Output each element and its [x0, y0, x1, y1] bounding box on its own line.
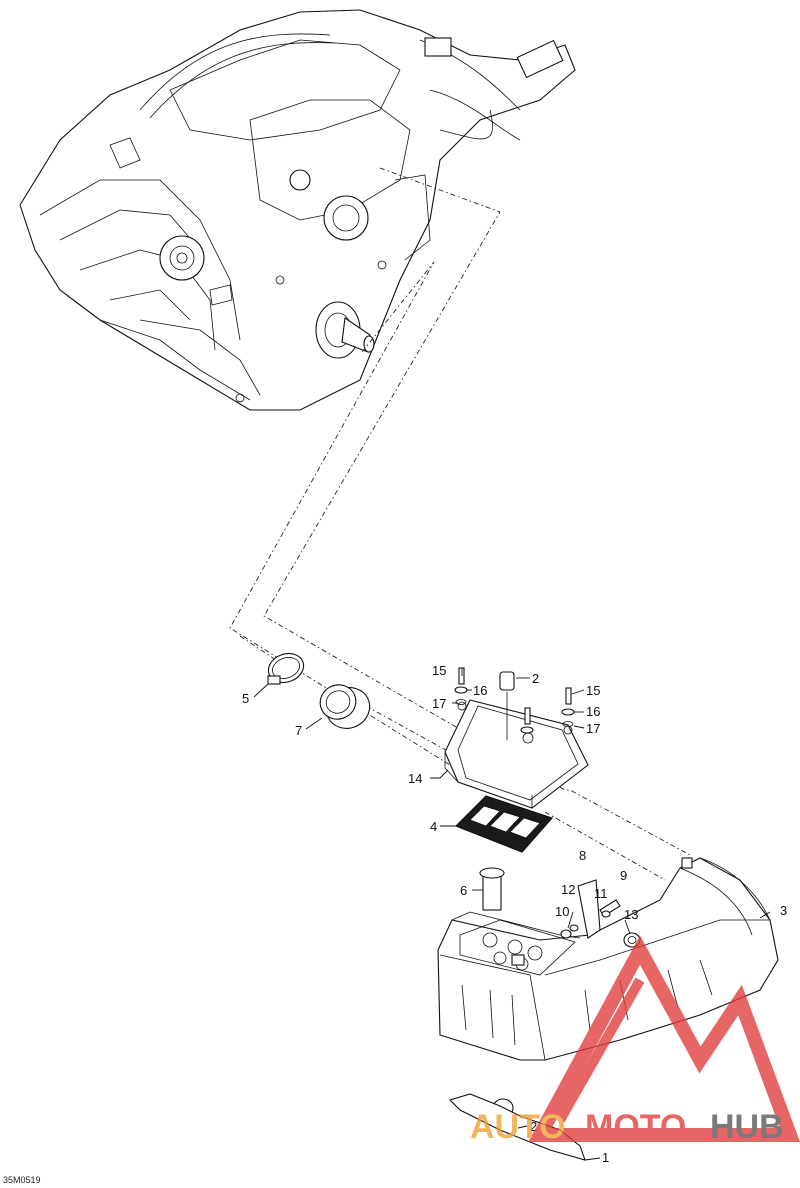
callout-12: 12 — [561, 882, 575, 897]
bracket-hardware — [560, 857, 693, 948]
callout-9: 9 — [620, 868, 627, 883]
callout-14: 14 — [408, 771, 422, 786]
callout-11: 11 — [594, 886, 608, 901]
callout-labels: 15 16 17 2 15 16 17 14 5 7 4 8 9 6 12 11… — [242, 663, 787, 1165]
drain-parts — [448, 1093, 586, 1161]
callout-15-left: 15 — [432, 663, 446, 678]
svg-text:AUTO: AUTO — [470, 1108, 566, 1146]
cover-hardware — [454, 667, 575, 740]
callout-7: 7 — [295, 723, 302, 738]
watermark-logo: AUTO MOTO HUB — [470, 935, 800, 1146]
callout-16-left: 16 — [473, 683, 487, 698]
callout-6: 6 — [460, 883, 467, 898]
callout-15-right: 15 — [586, 683, 600, 698]
callout-8: 8 — [579, 848, 586, 863]
callout-2-bottom: 2 — [530, 1119, 537, 1134]
callout-17-right: 17 — [586, 721, 600, 736]
svg-text:MOTO: MOTO — [585, 1108, 686, 1146]
callout-1: 1 — [602, 1150, 609, 1165]
callout-5: 5 — [242, 691, 249, 706]
air-intake-silencer — [437, 857, 779, 1061]
rubber-adapter — [319, 684, 371, 729]
leader-lines — [253, 668, 771, 1161]
callout-4: 4 — [430, 819, 437, 834]
callout-13: 13 — [624, 907, 638, 922]
svg-text:HUB: HUB — [710, 1108, 784, 1146]
drawing-code: 35M0519 — [3, 1175, 41, 1185]
callout-16-right: 16 — [586, 704, 600, 719]
engine-illustration — [19, 9, 576, 411]
hose-clamp — [267, 652, 305, 685]
air-filter — [454, 795, 554, 853]
callout-17-left: 17 — [432, 696, 446, 711]
standpipe — [479, 867, 505, 911]
callout-3: 3 — [780, 903, 787, 918]
callout-10: 10 — [555, 904, 569, 919]
callout-2-top: 2 — [532, 671, 539, 686]
filter-cover — [444, 699, 589, 809]
